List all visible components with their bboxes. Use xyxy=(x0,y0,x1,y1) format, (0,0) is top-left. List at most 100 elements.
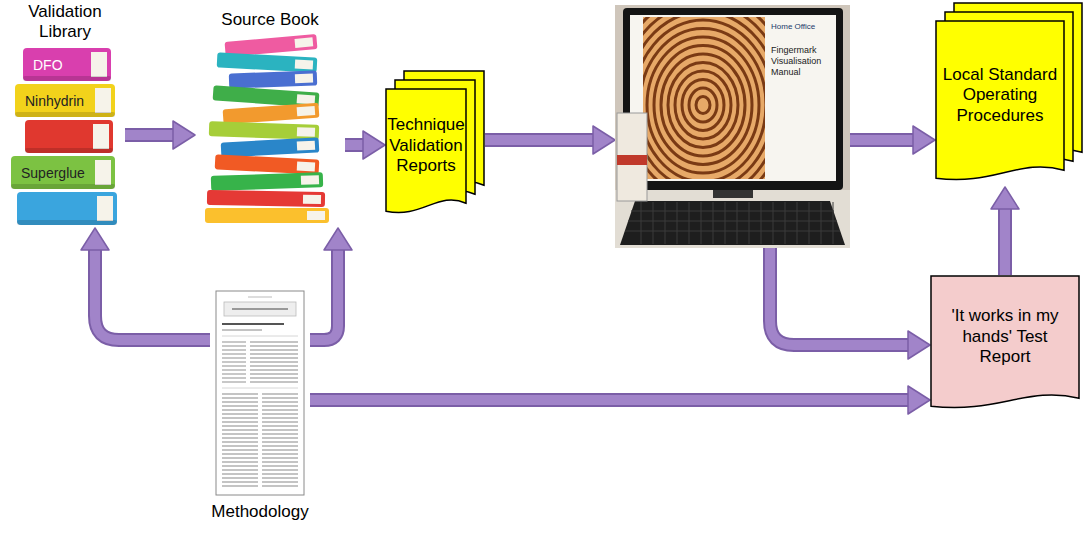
detail-line xyxy=(809,202,810,244)
computer-photo: Home OfficeFingermark Visualisation Manu… xyxy=(615,5,850,248)
shape-rect xyxy=(23,76,111,81)
detail-line xyxy=(262,477,298,478)
detail-line xyxy=(222,413,258,414)
detail-line xyxy=(222,323,284,325)
arrow-shaft xyxy=(310,395,909,405)
shape-rect xyxy=(224,302,296,316)
arrow-shaft-edge xyxy=(485,133,594,147)
detail-line xyxy=(628,221,837,222)
arrow-shaft xyxy=(345,140,364,150)
detail-line xyxy=(262,413,298,414)
arrow-shaft xyxy=(125,130,174,140)
spine-label: Ninhydrin xyxy=(25,93,97,110)
shape-rect xyxy=(95,88,111,113)
shape-group xyxy=(221,137,320,157)
shape-rect xyxy=(205,208,329,223)
detail-line xyxy=(262,481,298,482)
detail-line xyxy=(250,373,298,374)
fingerprint-ridge xyxy=(643,17,765,179)
illustration xyxy=(615,5,850,248)
fingerprint-ridge xyxy=(643,20,765,179)
detail-line xyxy=(785,202,786,244)
book-stack: Validation LibraryDFONinhydrinSuperglue xyxy=(5,0,125,228)
spine-label: Superglue xyxy=(21,165,93,182)
detail-line xyxy=(222,461,258,462)
shape-rect xyxy=(307,211,325,220)
shape-rect xyxy=(643,17,765,179)
detail-line xyxy=(222,485,258,486)
detail-line xyxy=(250,369,298,370)
detail-line xyxy=(222,388,298,389)
fingerprint-ridge xyxy=(643,17,765,179)
detail-line xyxy=(222,377,246,378)
fingerprint-ridge xyxy=(643,17,765,179)
shape-rect xyxy=(217,52,318,72)
detail-line xyxy=(222,397,258,398)
shape-rect xyxy=(297,94,316,104)
shape-rect xyxy=(25,148,113,153)
shape-rect xyxy=(301,175,319,185)
document-shape: 'It works in my hands' Test Report xyxy=(930,275,1080,415)
arrow-shaft xyxy=(485,135,594,145)
shape-group xyxy=(643,17,765,179)
detail-line xyxy=(713,202,714,244)
detail-line xyxy=(222,417,258,418)
shape-path xyxy=(931,276,1079,408)
text-holder: Validation Library xyxy=(5,2,125,43)
detail-line xyxy=(262,433,298,434)
shape-group xyxy=(209,121,319,140)
detail-line xyxy=(250,381,298,382)
fingerprint-ridge xyxy=(668,63,738,148)
shape-rect xyxy=(215,154,320,174)
arrow-connector xyxy=(310,228,352,340)
detail-line xyxy=(653,202,654,244)
detail-line xyxy=(222,349,246,350)
shape-group xyxy=(215,154,320,174)
arrow-shaft-edge xyxy=(310,393,909,407)
detail-line xyxy=(222,421,258,422)
detail-line xyxy=(222,441,258,442)
shape-group xyxy=(217,52,318,72)
detail-line xyxy=(737,202,738,244)
detail-line xyxy=(222,393,258,394)
node-label: Technique Validation Reports xyxy=(385,115,467,176)
arrow-head xyxy=(913,126,935,154)
detail-line xyxy=(725,202,726,244)
detail-line xyxy=(262,485,298,486)
detail-line xyxy=(222,409,258,410)
detail-line xyxy=(222,361,246,362)
detail-line xyxy=(250,353,298,354)
detail-line xyxy=(222,437,258,438)
arrow-head xyxy=(908,386,930,414)
shape-rect xyxy=(297,106,316,116)
shape-rect xyxy=(297,127,315,137)
arrow-shaft-edge xyxy=(95,249,210,340)
fingerprint-ridge xyxy=(643,17,765,179)
shape-rect xyxy=(297,162,315,172)
text-holder: Source Book xyxy=(195,10,345,30)
detail-line xyxy=(222,477,258,478)
shape-polygon xyxy=(620,201,845,245)
detail-line xyxy=(262,401,298,402)
shape-rect xyxy=(221,137,320,157)
shape-rect xyxy=(209,121,319,140)
detail-line xyxy=(222,425,258,426)
fingerprint-ridge xyxy=(643,17,765,179)
detail-line xyxy=(222,465,258,466)
arrow-connector xyxy=(81,228,210,340)
paper-page: Methodology xyxy=(210,290,310,530)
document-stack: Technique Validation Reports xyxy=(385,70,485,220)
shape-group xyxy=(223,103,320,125)
text-holder: Methodology xyxy=(210,502,310,522)
detail-line xyxy=(262,457,298,458)
detail-line xyxy=(222,457,258,458)
detail-line xyxy=(222,401,258,402)
shape-rect xyxy=(207,190,325,207)
arrow-head xyxy=(81,228,109,250)
text-holder: Fingermark Visualisation Manual xyxy=(771,45,831,77)
screen-logo: Home Office xyxy=(771,22,831,32)
detail-line xyxy=(222,429,258,430)
text-area: Local Standard Operating Procedures xyxy=(935,20,1065,171)
node-heading: Source Book xyxy=(195,10,345,30)
